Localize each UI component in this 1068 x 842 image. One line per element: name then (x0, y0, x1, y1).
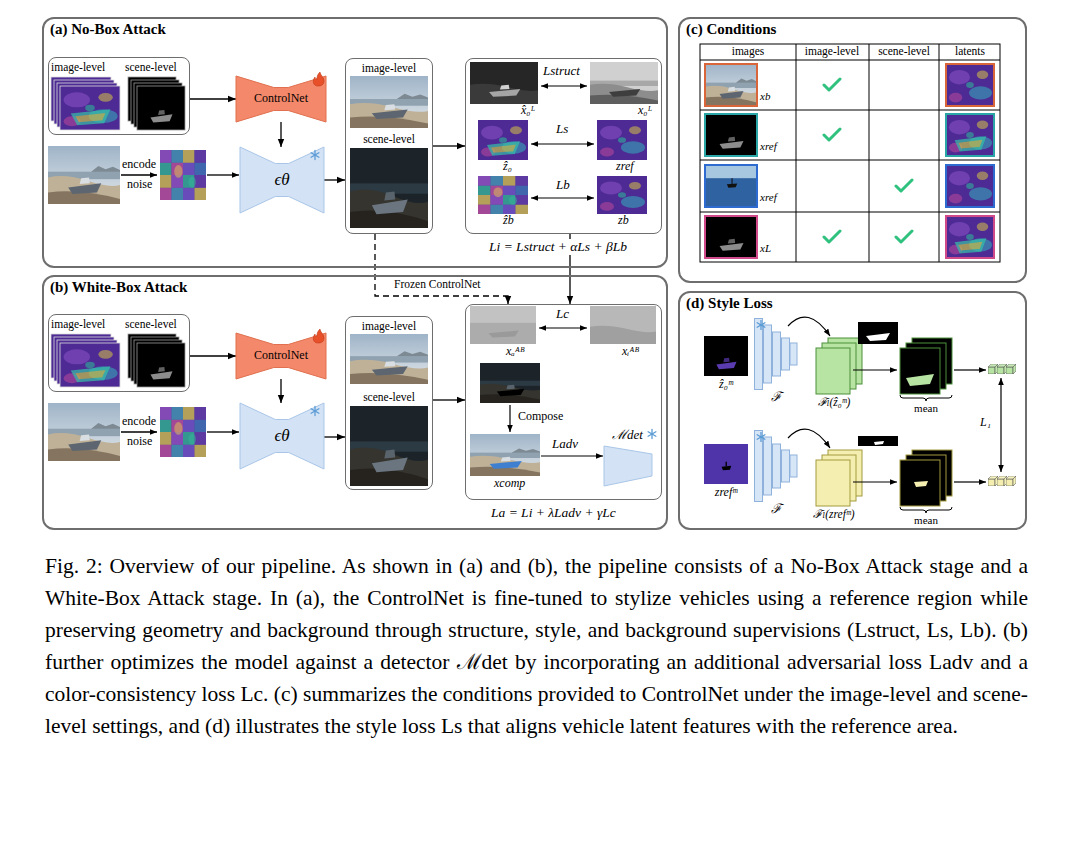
loss-label: L₁ (980, 416, 991, 430)
input-encoding (48, 403, 239, 461)
loss-label: Lc (556, 307, 569, 322)
loss-formula: La = Li + λLadv + γLc (488, 505, 619, 521)
connector-arrow (433, 145, 465, 146)
image-label: zb (618, 214, 629, 228)
block-label: ℳdet (612, 428, 643, 443)
image-label: ẑb (503, 214, 514, 228)
stage-panel: (b) White-Box Attack image-level scene-lev… (42, 275, 668, 530)
input-encoding (48, 146, 239, 204)
block-outline (240, 403, 324, 469)
denoiser-block: ϵθ (240, 403, 324, 469)
block-outline (236, 76, 326, 122)
trainable-icon (313, 329, 324, 343)
controlnet-block: ControlNet (236, 333, 326, 379)
image-label: x₀ᴸ (638, 104, 652, 118)
table-cell: xref (760, 191, 777, 204)
image-label: zref (616, 160, 634, 174)
connector-arrow (324, 179, 345, 180)
condition-stack (51, 334, 185, 387)
pool-label: mean (914, 402, 938, 415)
table-cell: xb (760, 90, 770, 103)
conditions-table (700, 44, 1000, 262)
no-box-loss-images (470, 62, 658, 214)
feature-label: ℱₗ(zrefᵐ) (813, 508, 854, 521)
box-label: scene-level (125, 318, 177, 331)
connector-arrow (433, 399, 465, 400)
table-header: image-level (805, 45, 859, 58)
block-label: ControlNet (254, 92, 308, 106)
table-cell: xref (760, 140, 777, 153)
loss-label: Ls (556, 122, 568, 137)
connector-arrow (280, 379, 281, 403)
block-outline (236, 333, 326, 379)
step-label: Compose (518, 410, 563, 424)
frozen-icon (311, 407, 319, 416)
connector-arrow (190, 355, 236, 356)
connector-arrow (280, 122, 281, 147)
box-label: image-level (362, 62, 416, 75)
image-label: zrefᵐ (715, 486, 738, 500)
block-label: ϵθ (274, 426, 289, 446)
frozen-icon (648, 429, 656, 438)
condition-box: image-level scene-level (48, 57, 190, 135)
trainable-icon (313, 72, 324, 86)
panel-heading: (d) Style Loss (686, 295, 773, 312)
edge-label: Frozen ControlNet (392, 278, 483, 291)
panel-heading: (a) No-Box Attack (50, 21, 166, 38)
box-label: image-level (51, 61, 105, 74)
style-loss-illustration (704, 317, 1016, 513)
condition-stack (51, 77, 185, 130)
pool-label: mean (914, 514, 938, 527)
loss-label: Ladv (552, 437, 578, 452)
box-label: scene-level (125, 61, 177, 74)
image-label: xcomp (494, 477, 525, 491)
box-label: image-level (362, 320, 416, 333)
stage-panel: (a) No-Box Attackimage-levelscene-levelC… (42, 17, 668, 268)
block-label: ControlNet (254, 349, 308, 363)
step-label: noise (127, 178, 152, 192)
table-header: scene-level (878, 45, 930, 58)
feature-label: ℱₗ(ẑ₀ᵐ) (818, 396, 851, 409)
box-label: scene-level (363, 391, 415, 404)
loss-box: La = Li + λLadv + γLcℳdet (465, 304, 662, 500)
panel-heading: (c) Conditions (686, 21, 776, 38)
frozen-icon (311, 151, 319, 160)
connector-arrow (190, 98, 236, 99)
connector-arrow (324, 436, 345, 437)
step-label: noise (127, 435, 152, 449)
loss-label: Lstruct (543, 64, 580, 79)
detector-block: ℳdet (600, 428, 656, 486)
box-label: scene-level (363, 133, 415, 146)
panel-heading: (b) White-Box Attack (50, 279, 187, 296)
loss-formula: Li = Lstruct + αLs + βLb (486, 239, 630, 255)
step-label: encode (122, 415, 156, 429)
table-header: images (732, 45, 765, 58)
loss-box: Li = Lstruct + αLs + βLb (465, 58, 662, 234)
output-box: image-level scene-level (345, 316, 433, 490)
image-label: x̂₀ᴸ (521, 104, 535, 118)
loss-label: Lb (556, 178, 570, 193)
image-label: xᵢᴬᴮ (622, 345, 639, 359)
image-label: ẑ₀ (503, 160, 512, 174)
image-label: xₐᴬᴮ (506, 345, 525, 359)
output-box: image-level scene-level (345, 58, 433, 234)
table-header: latents (955, 45, 985, 58)
condition-box: image-level scene-level (48, 314, 190, 392)
block-outline (240, 147, 324, 213)
image-label: ẑ₀ᵐ (719, 378, 733, 392)
table-cell: xL (760, 242, 771, 255)
network-label: ℱ (771, 390, 782, 405)
denoiser-block: ϵθ (240, 147, 324, 213)
network-label: ℱ (771, 502, 782, 517)
box-label: image-level (51, 318, 105, 331)
block-outline (604, 446, 652, 486)
controlnet-block: ControlNet (236, 76, 326, 122)
block-label: ϵθ (274, 170, 289, 190)
figure-caption: Fig. 2: Overview of our pipeline. As sho… (45, 550, 1028, 742)
step-label: encode (122, 158, 156, 172)
